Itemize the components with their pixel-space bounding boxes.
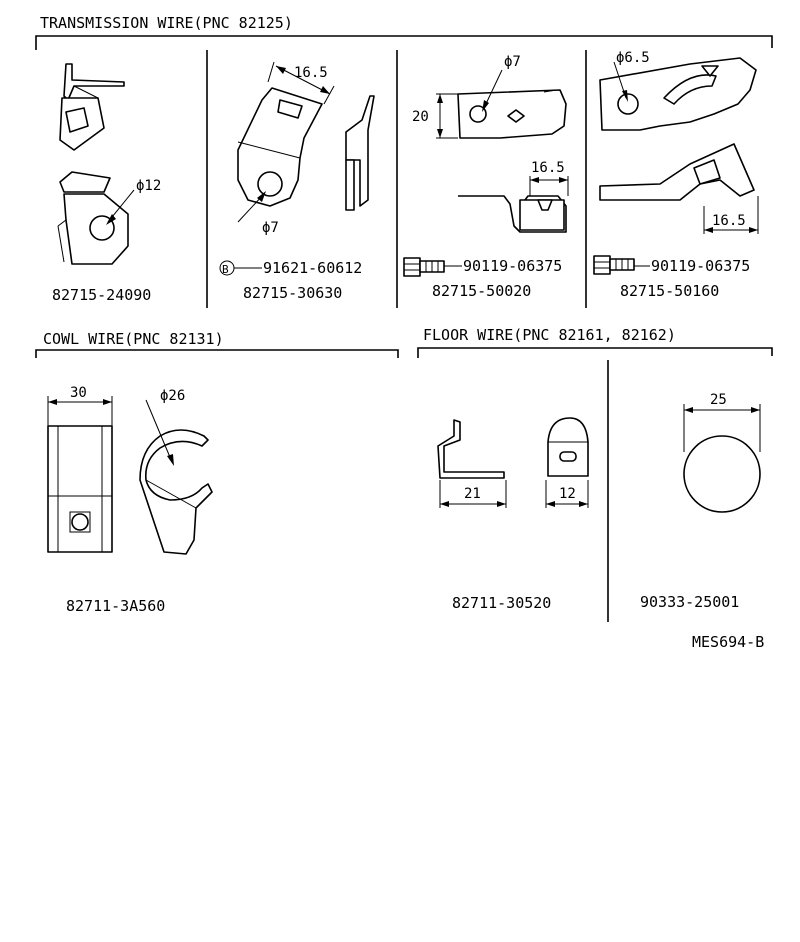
dim-phi7-a: ϕ7 xyxy=(262,220,279,236)
dim-phi7-b: ϕ7 xyxy=(504,54,521,70)
dim-arrowhead xyxy=(749,227,758,233)
dim-arrowhead xyxy=(751,407,760,413)
leader-phi7-b xyxy=(483,69,503,109)
dim-line-16-5-a xyxy=(275,65,331,95)
part-number-82715-30630: 82715-30630 xyxy=(243,284,342,302)
bolt-b-symbol: B xyxy=(222,263,229,276)
dim-12: 12 xyxy=(559,486,576,502)
dim-phi6-5: ϕ6.5 xyxy=(616,50,650,66)
leader-arrowhead xyxy=(167,454,174,466)
drawing-code: MES694-B xyxy=(692,633,764,651)
ext-line xyxy=(323,85,335,105)
dim-16-5-b: 16.5 xyxy=(531,160,565,176)
part-number-82711-3a560: 82711-3A560 xyxy=(66,597,165,615)
clamp-82715-30630-drawing xyxy=(237,87,375,211)
dim-25: 25 xyxy=(710,392,727,408)
dim-arrowhead xyxy=(320,86,330,94)
dim-phi12: ϕ12 xyxy=(136,178,161,194)
dim-16-5-c: 16.5 xyxy=(712,213,746,229)
leader-arrowhead xyxy=(106,214,116,225)
dim-30: 30 xyxy=(70,385,87,401)
part-number-82715-50020: 82715-50020 xyxy=(432,282,531,300)
leader-phi26 xyxy=(145,399,173,463)
dim-arrowhead xyxy=(437,94,443,103)
leader-arrowhead xyxy=(482,100,489,112)
dim-arrowhead xyxy=(530,177,539,183)
clamp-82715-50020-drawing xyxy=(457,89,567,233)
part-number-82711-30520: 82711-30520 xyxy=(452,594,551,612)
bolt-number-90119-06375-b: 90119-06375 xyxy=(651,257,750,275)
leader-arrowhead xyxy=(622,90,628,102)
clamp-82715-24090-drawing xyxy=(57,63,129,265)
section-bracket-cowl xyxy=(35,349,399,358)
leader-arrowhead xyxy=(257,191,266,202)
section-bracket-floor xyxy=(417,347,773,358)
dim-phi26: ϕ26 xyxy=(160,388,185,404)
clamp-82711-3a560-drawing xyxy=(47,425,213,555)
clamp-82711-30520-drawing xyxy=(437,417,589,479)
part-number-82715-24090: 82715-24090 xyxy=(52,286,151,304)
ext-line xyxy=(267,61,275,83)
dim-21: 21 xyxy=(464,486,481,502)
bolt-90119-06375-icon xyxy=(593,255,635,275)
dim-arrowhead xyxy=(579,501,588,507)
dim-16-5-a: 16.5 xyxy=(294,65,328,81)
dim-arrowhead xyxy=(546,501,555,507)
dim-arrowhead xyxy=(440,501,449,507)
dim-arrowhead xyxy=(684,407,693,413)
section-title-floor: FLOOR WIRE(PNC 82161, 82162) xyxy=(423,326,676,344)
bolt-90119-06375-icon xyxy=(403,257,445,277)
section-bracket-transmission xyxy=(35,35,773,50)
part-number-90333-25001: 90333-25001 xyxy=(640,593,739,611)
dim-arrowhead xyxy=(704,227,713,233)
dim-arrowhead xyxy=(48,399,57,405)
dim-arrowhead xyxy=(103,399,112,405)
dim-arrowhead xyxy=(497,501,506,507)
dim-20: 20 xyxy=(412,109,429,125)
clamp-82715-50160-drawing xyxy=(599,57,757,201)
grommet-90333-25001-drawing xyxy=(683,435,761,513)
section-title-cowl: COWL WIRE(PNC 82131) xyxy=(43,330,224,348)
dim-arrowhead xyxy=(437,129,443,138)
section-title-transmission: TRANSMISSION WIRE(PNC 82125) xyxy=(40,14,293,32)
dim-arrowhead xyxy=(559,177,568,183)
dim-arrowhead xyxy=(276,66,286,74)
part-number-82715-50160: 82715-50160 xyxy=(620,282,719,300)
bolt-number-91621-60612: 91621-60612 xyxy=(263,259,362,277)
bolt-number-90119-06375-a: 90119-06375 xyxy=(463,257,562,275)
